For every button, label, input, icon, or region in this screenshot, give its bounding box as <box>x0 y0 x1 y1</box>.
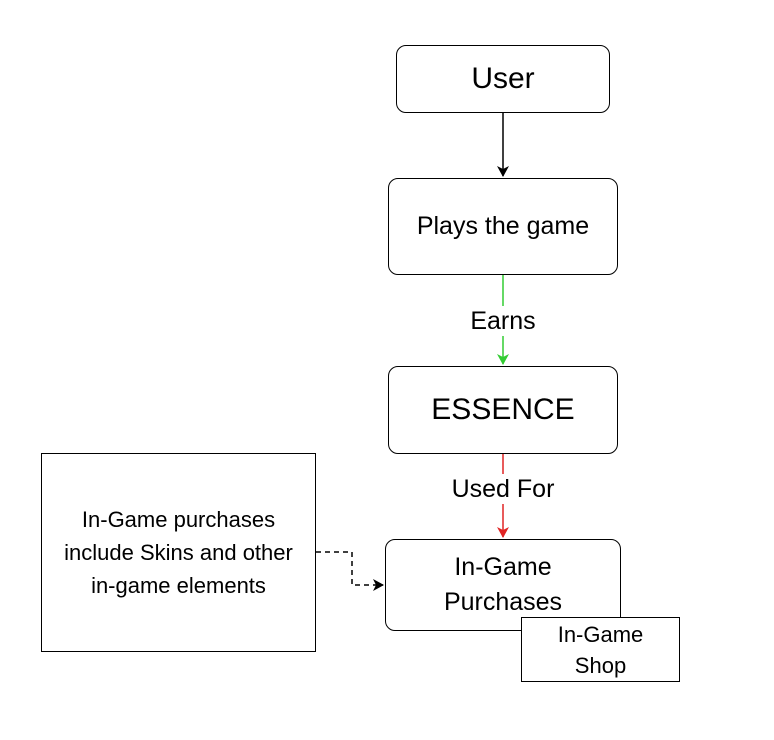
node-essence: ESSENCE <box>388 366 618 454</box>
node-user: User <box>396 45 610 113</box>
node-in-game-purchases: In-Game Purchases <box>385 539 621 631</box>
node-plays-label: Plays the game <box>416 212 590 240</box>
node-user-label: User <box>471 62 535 95</box>
node-purchases-label: In-Game Purchases <box>443 553 563 616</box>
edge-label-used-for: Used For <box>440 474 566 504</box>
node-plays-the-game: Plays the game <box>388 178 618 275</box>
edge-note-to-purchases <box>316 551 384 591</box>
node-in-game-shop: In-Game Shop <box>521 617 680 682</box>
note-box: In-Game purchases include Skins and othe… <box>41 453 316 652</box>
edge-label-earns: Earns <box>460 306 546 336</box>
node-essence-label: ESSENCE <box>431 393 575 426</box>
node-shop-label: In-Game Shop <box>557 621 644 678</box>
note-text: In-Game purchases include Skins and othe… <box>64 507 293 598</box>
